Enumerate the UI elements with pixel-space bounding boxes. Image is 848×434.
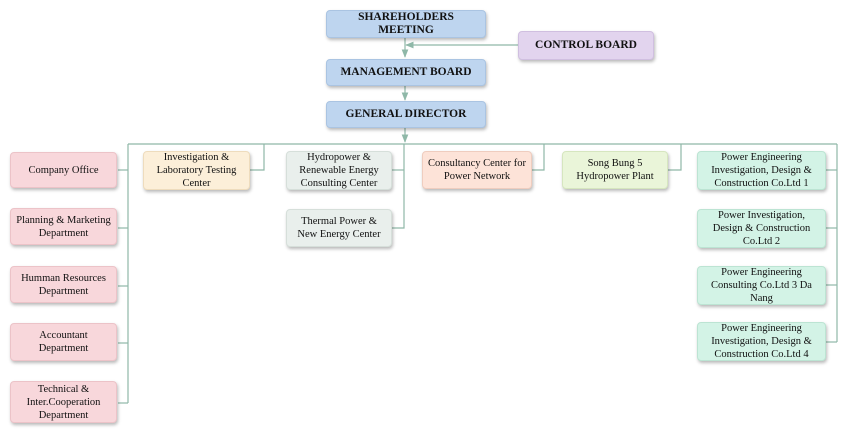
hydropower-center-box: Hydropower & Renewable Energy Consulting… bbox=[286, 151, 392, 190]
consultancy-center-box: Consultancy Center for Power Network bbox=[422, 151, 532, 189]
department-label: Planning & Marketing Department bbox=[16, 214, 111, 239]
department-box: Accountant Department bbox=[10, 323, 117, 361]
department-box: Technical & Inter.Cooperation Department bbox=[10, 381, 117, 423]
department-label: Technical & Inter.Cooperation Department bbox=[26, 383, 101, 421]
control-board-label: CONTROL BOARD bbox=[535, 39, 637, 51]
song-bung-box: Song Bung 5 Hydropower Plant bbox=[562, 151, 668, 189]
subsidiary-label: Power Engineering Investigation, Design … bbox=[711, 323, 812, 360]
general-director-label: GENERAL DIRECTOR bbox=[345, 108, 467, 120]
department-label: Accountant Department bbox=[38, 330, 89, 354]
investigation-center-label: Investigation & Laboratory Testing Cente… bbox=[156, 152, 237, 189]
investigation-center-box: Investigation & Laboratory Testing Cente… bbox=[143, 151, 250, 190]
department-label: Humman Resources Department bbox=[21, 272, 106, 297]
department-box: Planning & Marketing Department bbox=[10, 208, 117, 245]
subsidiary-box: Power Engineering Investigation, Design … bbox=[697, 151, 826, 190]
subsidiary-label: Power Engineering Consulting Co.Ltd 3 Da… bbox=[711, 267, 812, 304]
connector-hydropower bbox=[392, 144, 405, 229]
connector-investigation bbox=[250, 144, 265, 171]
thermal-center-label: Thermal Power & New Energy Center bbox=[297, 216, 381, 240]
department-box: Humman Resources Department bbox=[10, 266, 117, 303]
management-board-label: MANAGEMENT BOARD bbox=[340, 66, 472, 78]
management-board-box: MANAGEMENT BOARD bbox=[326, 59, 486, 86]
subsidiary-box: Power Engineering Consulting Co.Ltd 3 Da… bbox=[697, 266, 826, 305]
connector-song-bung bbox=[668, 144, 682, 171]
consultancy-center-label: Consultancy Center for Power Network bbox=[428, 158, 526, 182]
connector-consultancy bbox=[532, 144, 545, 171]
subsidiary-box: Power Engineering Investigation, Design … bbox=[697, 322, 826, 361]
control-board-box: CONTROL BOARD bbox=[518, 31, 654, 60]
shareholders-meeting-label: SHAREHOLDERS MEETING bbox=[358, 11, 454, 36]
shareholders-meeting-box: SHAREHOLDERS MEETING bbox=[326, 10, 486, 38]
general-director-box: GENERAL DIRECTOR bbox=[326, 101, 486, 128]
department-label: Company Office bbox=[28, 164, 99, 176]
subsidiary-label: Power Investigation, Design & Constructi… bbox=[712, 210, 811, 247]
song-bung-label: Song Bung 5 Hydropower Plant bbox=[576, 158, 654, 182]
subsidiary-label: Power Engineering Investigation, Design … bbox=[711, 152, 812, 189]
thermal-center-box: Thermal Power & New Energy Center bbox=[286, 209, 392, 247]
department-box: Company Office bbox=[10, 152, 117, 188]
subsidiary-box: Power Investigation, Design & Constructi… bbox=[697, 209, 826, 248]
hydropower-center-label: Hydropower & Renewable Energy Consulting… bbox=[299, 152, 379, 189]
